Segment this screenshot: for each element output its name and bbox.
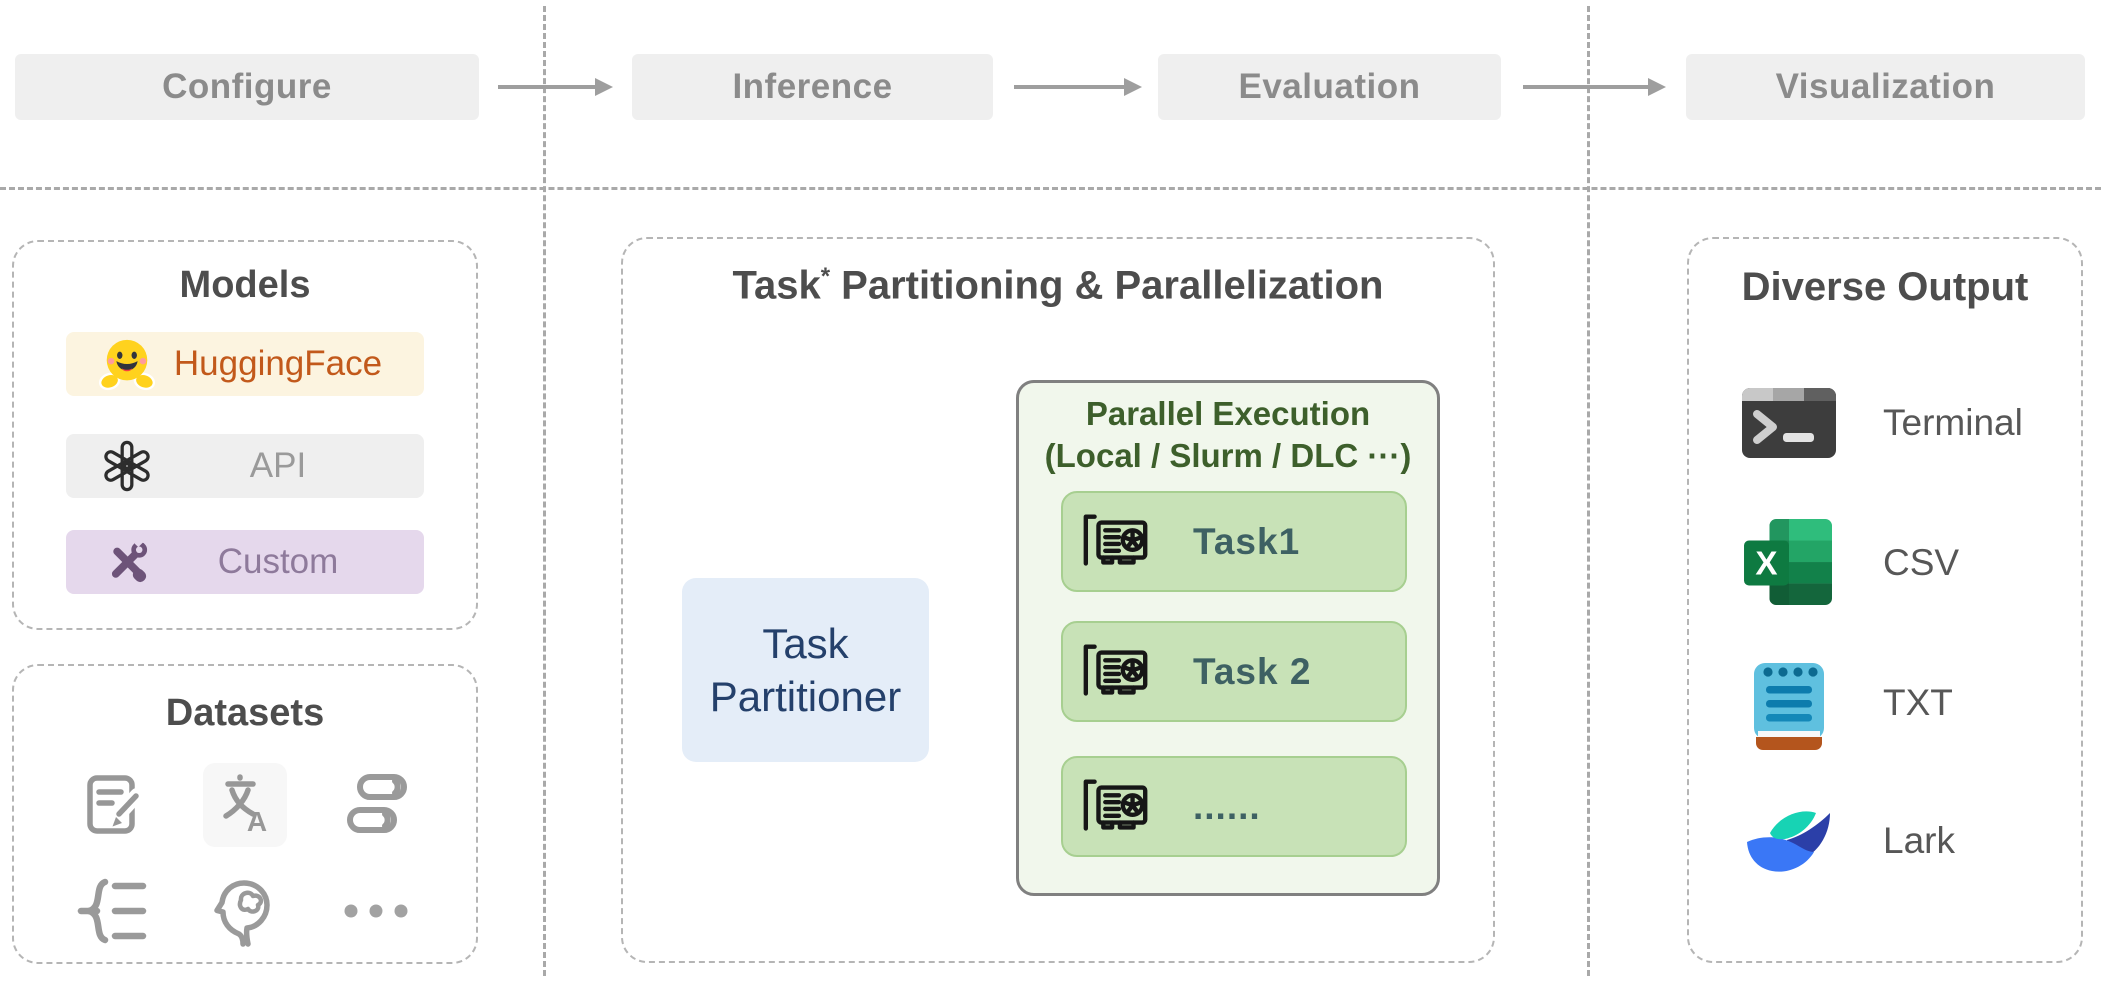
stage-configure: Configure <box>15 54 479 120</box>
vertical-divider-1 <box>543 6 546 976</box>
gpu-icon <box>1079 777 1153 837</box>
model-item-label: API <box>249 446 307 485</box>
lark-icon <box>1741 806 1837 876</box>
task-partitioner-line1: Task <box>762 619 849 667</box>
books-icon <box>334 763 418 847</box>
horizontal-divider <box>0 187 2101 190</box>
excel-letter: X <box>1755 546 1777 583</box>
vertical-divider-2 <box>1587 6 1590 976</box>
model-item-custom: Custom <box>66 530 424 594</box>
task-label: Task 2 <box>1193 650 1312 692</box>
translate-letter: A <box>247 806 267 837</box>
task-label: Task1 <box>1193 520 1301 562</box>
model-item-label: Custom <box>217 542 339 581</box>
document-edit-icon <box>72 763 156 847</box>
translate-icon: A <box>202 763 287 847</box>
output-title: Diverse Output <box>1741 265 2029 309</box>
ellipsis-icon <box>334 869 418 953</box>
gpu-icon <box>1079 642 1153 702</box>
output-item-label: Terminal <box>1883 402 2023 443</box>
stage-visualization-label: Visualization <box>1775 67 1996 106</box>
task-partitioner-box: Task Partitioner <box>682 578 929 762</box>
models-title: Models <box>179 264 311 306</box>
partitioning-title: Task* Partitioning & Parallelization <box>623 263 1493 308</box>
model-item-huggingface: HuggingFace <box>66 332 424 396</box>
stage-evaluation: Evaluation <box>1158 54 1501 120</box>
output-item-label: TXT <box>1883 682 1953 723</box>
parallel-execution-box: Parallel Execution (Local / Slurm / DLC … <box>1016 380 1440 896</box>
partitioning-title-rest: Partitioning & Parallelization <box>830 263 1384 308</box>
datasets-title: Datasets <box>165 692 325 734</box>
stage-inference-label: Inference <box>732 67 893 106</box>
task-row-1: Task1 <box>1061 491 1407 592</box>
crossed-tools-icon <box>96 537 158 587</box>
stage-evaluation-label: Evaluation <box>1238 67 1421 106</box>
parallel-execution-subtitle: (Local / Slurm / DLC ···) <box>1044 437 1412 475</box>
task-label: ...... <box>1193 785 1261 827</box>
partitioning-title-asterisk: * <box>820 263 831 290</box>
stage-visualization: Visualization <box>1686 54 2085 120</box>
stage-inference: Inference <box>632 54 993 120</box>
task-row-2: Task 2 <box>1061 621 1407 722</box>
output-item-label: Lark <box>1883 820 1955 861</box>
datasets-icon-grid: A <box>14 763 476 953</box>
output-item-terminal: Terminal <box>1689 375 2081 471</box>
parallel-execution-title: Parallel Execution <box>1085 395 1371 432</box>
models-panel: Models HuggingFace <box>12 240 478 630</box>
tree-list-icon <box>72 869 156 953</box>
excel-icon: X <box>1741 519 1837 607</box>
output-item-lark: Lark <box>1689 793 2081 889</box>
partitioning-title-task: Task <box>732 263 821 308</box>
output-item-label: CSV <box>1883 542 1960 583</box>
terminal-icon <box>1741 388 1837 458</box>
output-item-txt: TXT <box>1689 655 2081 751</box>
model-item-label: HuggingFace <box>173 344 383 383</box>
model-item-api: API <box>66 434 424 498</box>
output-panel: Diverse Output Terminal <box>1687 237 2083 963</box>
huggingface-emoji-icon <box>96 336 158 392</box>
openai-logo-icon <box>96 440 158 492</box>
notepad-icon <box>1741 655 1837 751</box>
task-partitioner-line2: Partitioner <box>709 673 902 720</box>
head-brain-icon <box>203 869 287 953</box>
datasets-panel: Datasets <box>12 664 478 964</box>
stage-configure-label: Configure <box>162 67 332 106</box>
output-item-csv: X CSV <box>1689 515 2081 611</box>
task-row-more: ...... <box>1061 756 1407 857</box>
gpu-icon <box>1079 512 1153 572</box>
